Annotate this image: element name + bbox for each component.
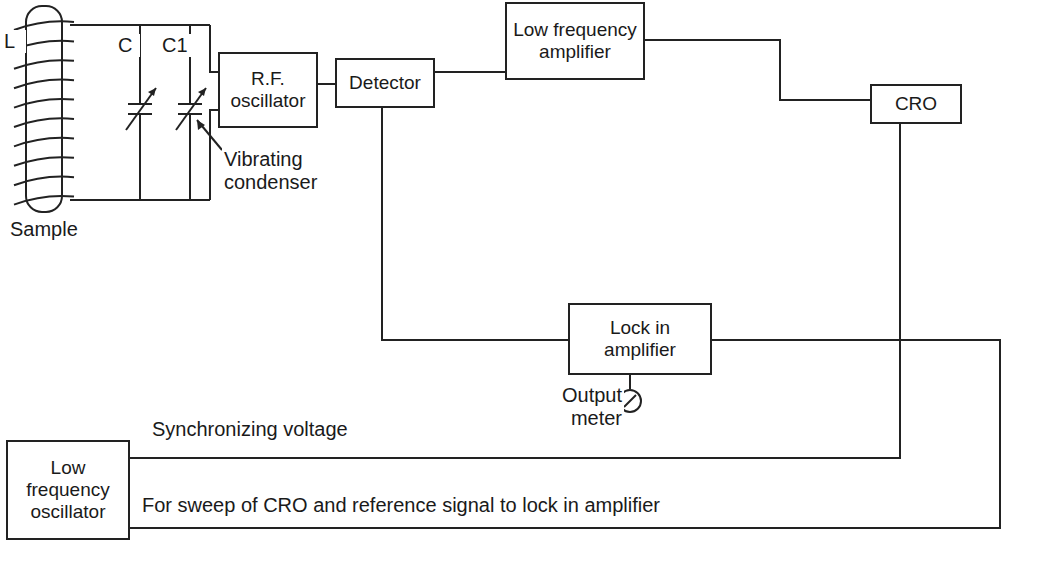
coil-turn <box>14 80 74 89</box>
signal-wire <box>318 84 335 85</box>
signal-wire <box>130 124 900 458</box>
signal-label: Synchronizing voltage <box>150 418 414 441</box>
coil-turn <box>14 60 74 69</box>
wire-line <box>435 71 505 73</box>
oscillator-box: Low frequency oscillator <box>6 440 130 540</box>
leader-arrowhead <box>197 120 205 130</box>
inductor-label: L <box>2 30 26 53</box>
capacitor-symbol <box>139 114 141 200</box>
meter-needle <box>624 395 636 407</box>
lock-in-box: Lock in amplifier <box>568 303 712 375</box>
coil-turn <box>14 157 74 166</box>
sample-tube <box>26 6 62 212</box>
variable-arrow <box>126 88 156 130</box>
signal-wire <box>645 40 870 100</box>
box-label: Low frequency amplifier <box>513 19 637 63</box>
signal-wire <box>435 72 505 73</box>
signal-wire <box>130 340 1000 528</box>
variable-arrow <box>176 88 206 130</box>
coil-turn <box>14 99 74 108</box>
wire-line <box>130 124 900 458</box>
coil-turn <box>14 118 74 127</box>
meter-label: Output meter <box>520 384 624 430</box>
coil-turn <box>14 21 74 30</box>
box-label: Low frequency oscillator <box>14 457 122 523</box>
variable-arrowhead <box>148 88 156 96</box>
box-label: Detector <box>349 72 421 94</box>
variable-arrowhead <box>198 88 206 96</box>
box-label: Lock in amplifier <box>576 317 704 361</box>
capacitor-symbol <box>178 103 202 105</box>
component-label: Vibrating condenser <box>222 148 346 194</box>
capacitor-symbol <box>189 114 191 200</box>
capacitor-label: C1 <box>160 34 192 57</box>
amplifier-box: Low frequency amplifier <box>505 2 645 80</box>
capacitor-label: C <box>116 34 140 57</box>
detector-box: Detector <box>335 58 435 108</box>
wire <box>210 25 218 72</box>
signal-label: For sweep of CRO and reference signal to… <box>140 494 844 517</box>
meter-lead <box>629 375 631 389</box>
cro-box: CRO <box>870 84 962 124</box>
coil-turn <box>14 196 74 205</box>
wire-line <box>382 108 568 340</box>
coil-turn <box>14 138 74 147</box>
box-label: R.F. oscillator <box>226 68 310 112</box>
wire-line <box>318 83 335 85</box>
signal-wire <box>382 108 568 340</box>
box-label: CRO <box>895 93 937 115</box>
coil-turn <box>14 177 74 186</box>
rf-oscillator-box: R.F. oscillator <box>218 52 318 128</box>
wire <box>210 110 218 200</box>
sample-label: Sample <box>8 218 102 241</box>
wire-line <box>645 40 870 100</box>
wire-line <box>130 340 1000 528</box>
capacitor-symbol <box>128 103 152 105</box>
